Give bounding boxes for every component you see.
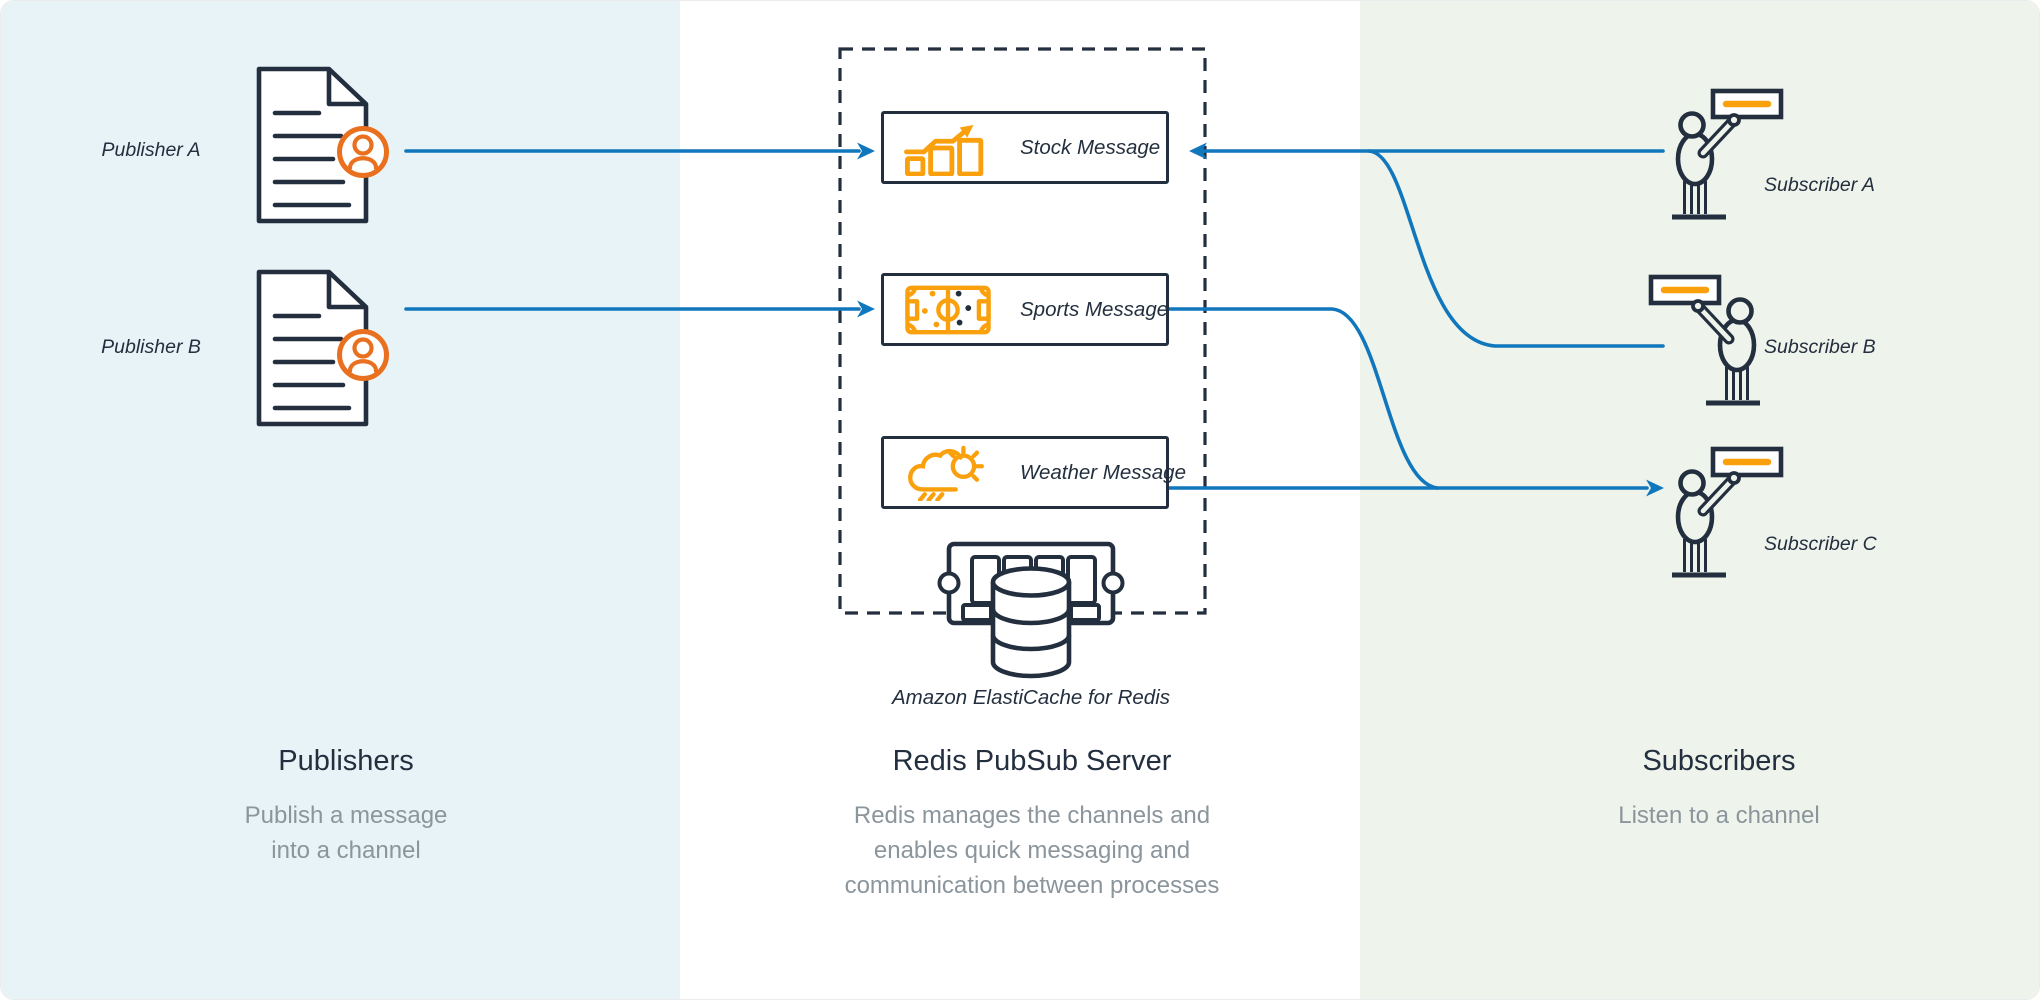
subscribers-section-title: Subscribers — [1642, 745, 1796, 777]
line-subscriber-b-branch — [1367, 149, 1665, 348]
weather-message-channel: Weather Message — [881, 436, 1186, 509]
subscriber-b-person-icon — [1651, 277, 1760, 403]
sports-message-channel: Sports Message — [881, 273, 1169, 346]
publishers-section-title: Publishers — [278, 745, 414, 777]
publisher-a-label: Publisher A — [101, 139, 201, 161]
subscriber-c-person-icon — [1672, 449, 1781, 575]
stock-message-channel: Stock Message — [881, 111, 1169, 184]
channel-label: Stock Message — [1020, 135, 1161, 159]
stock-chart-icon — [904, 124, 984, 176]
publisher-b-label: Publisher B — [101, 336, 201, 358]
line-sports-to-subscriber-c — [1167, 307, 1439, 490]
channel-label: Weather Message — [1020, 460, 1186, 484]
server-section-subtitle: Redis manages the channels and enables q… — [844, 802, 1220, 899]
subscribers-section-subtitle: Listen to a channel — [1618, 802, 1820, 829]
subscriber-a-person-icon — [1672, 91, 1781, 217]
channel-label: Sports Message — [1020, 297, 1169, 321]
subscriber-c-label: Subscriber C — [1764, 533, 1877, 555]
publisher-a-document-icon — [259, 69, 387, 221]
subscriber-a-label: Subscriber A — [1764, 174, 1875, 196]
elasticache-memory-chip-database-icon — [937, 541, 1125, 679]
publishers-section-subtitle: Publish a message into a channel — [244, 802, 448, 864]
subscriber-b-label: Subscriber B — [1764, 336, 1876, 358]
sports-field-icon — [905, 285, 991, 334]
elasticache-caption: Amazon ElastiCache for Redis — [891, 686, 1170, 709]
publisher-b-document-icon — [259, 272, 387, 424]
weather-sun-rain-icon — [908, 445, 984, 501]
server-section-title: Redis PubSub Server — [892, 745, 1172, 777]
